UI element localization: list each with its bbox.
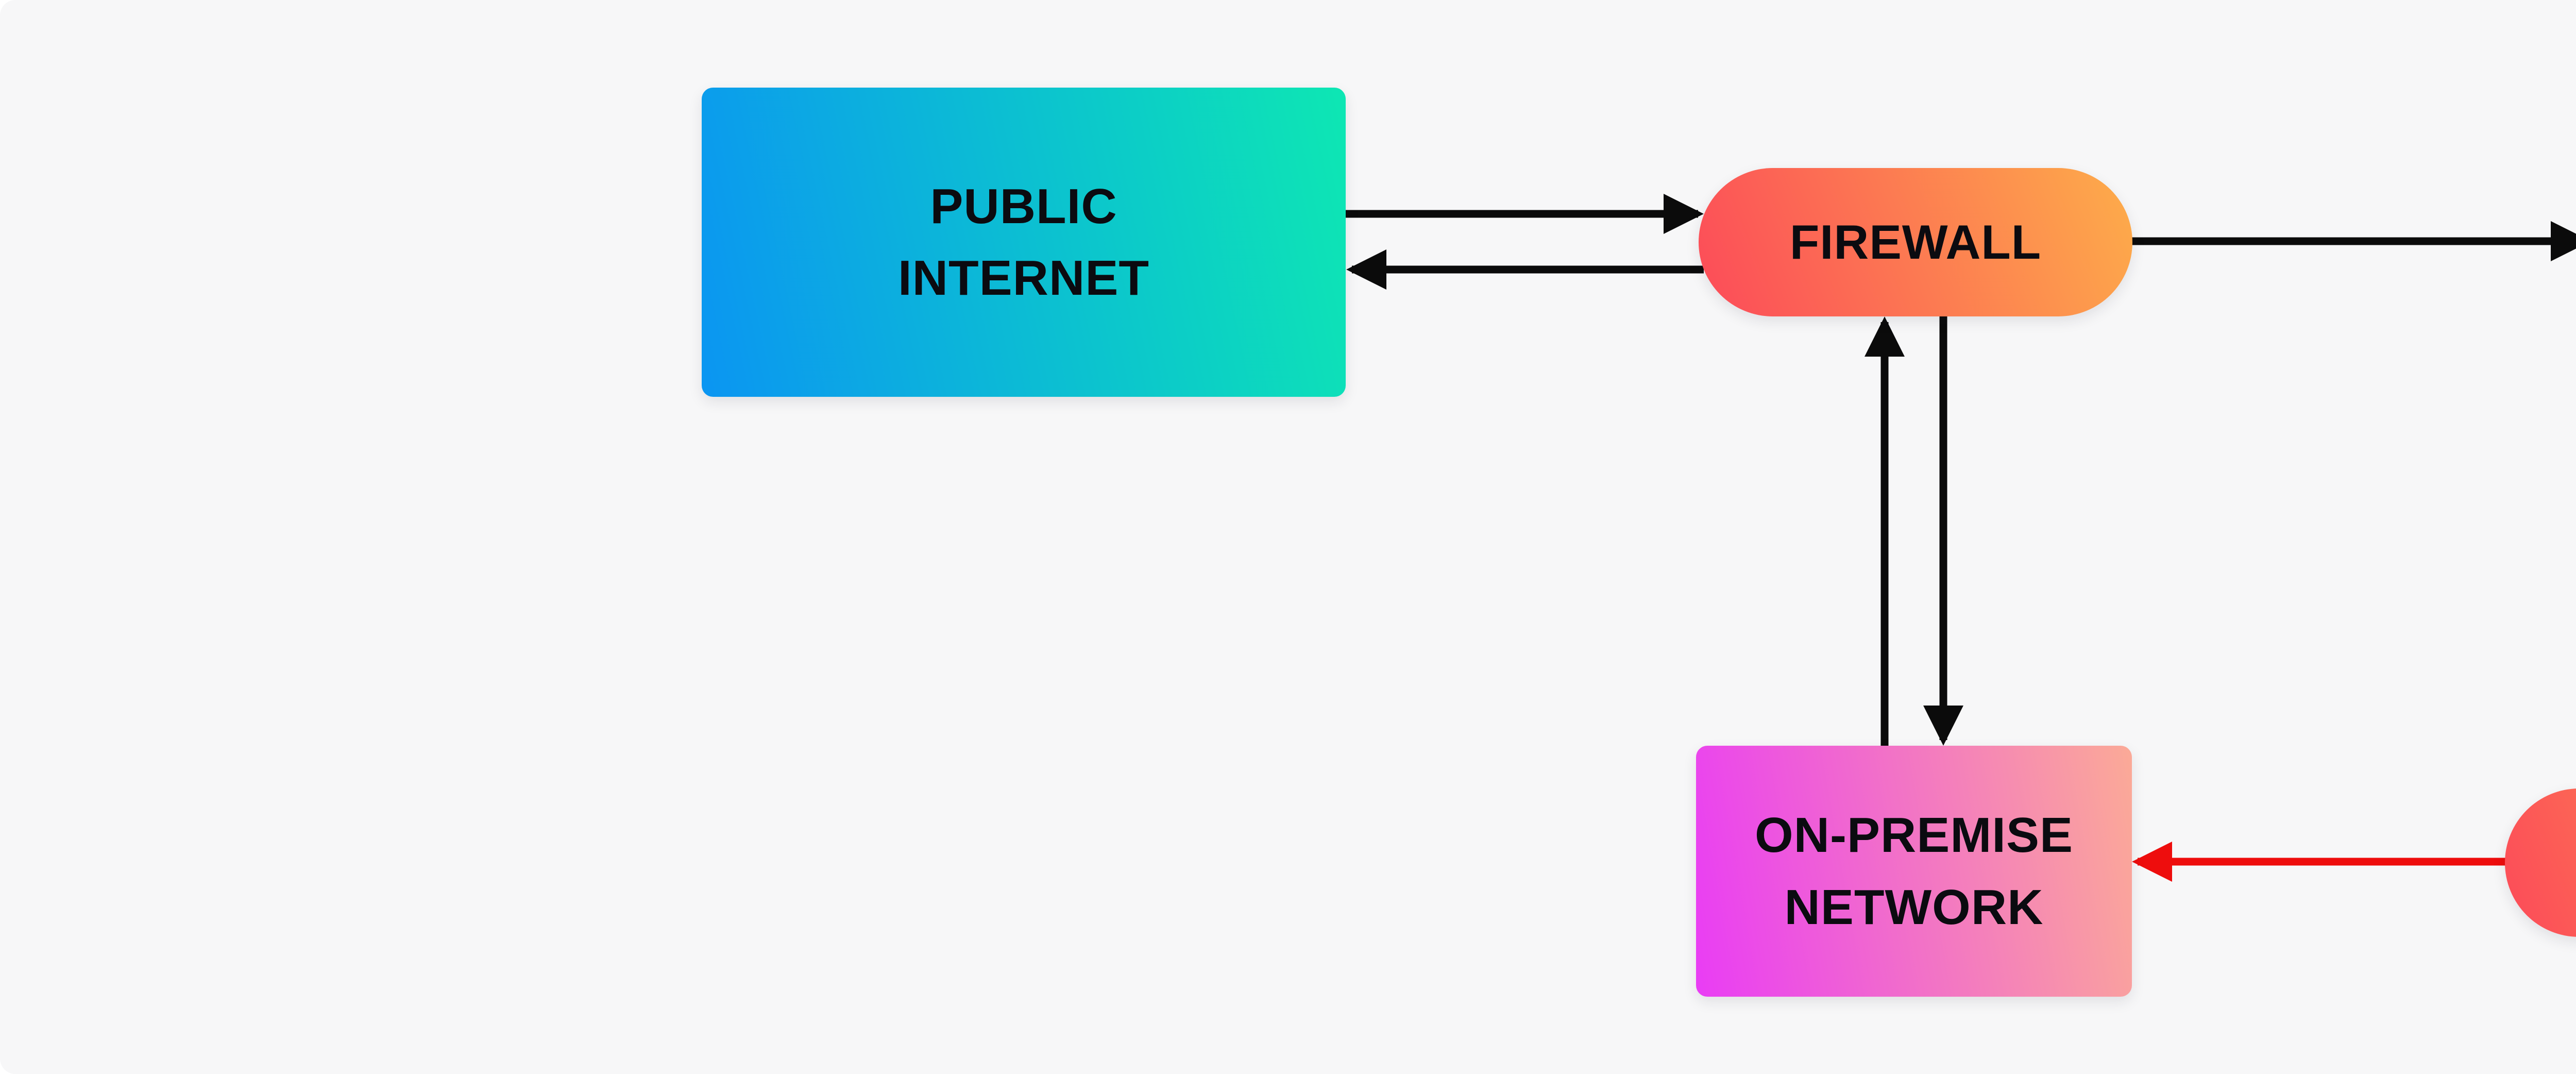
node-public-internet: PUBLIC INTERNET xyxy=(702,88,1346,397)
node-public-internet-label-line2: INTERNET xyxy=(898,250,1149,306)
node-firewall-top: FIREWALL xyxy=(1699,168,2132,316)
node-on-premise-label-line2: NETWORK xyxy=(1784,879,2044,935)
node-on-premise-network: ON-PREMISE NETWORK xyxy=(1696,746,2132,997)
node-public-internet-label: PUBLIC INTERNET xyxy=(898,171,1149,314)
node-on-premise-network-label: ON-PREMISE NETWORK xyxy=(1755,799,2073,943)
node-firewall-top-label: FIREWALL xyxy=(1789,215,2042,269)
node-public-internet-label-line1: PUBLIC xyxy=(930,178,1117,234)
node-on-premise-label-line1: ON-PREMISE xyxy=(1754,808,2074,863)
